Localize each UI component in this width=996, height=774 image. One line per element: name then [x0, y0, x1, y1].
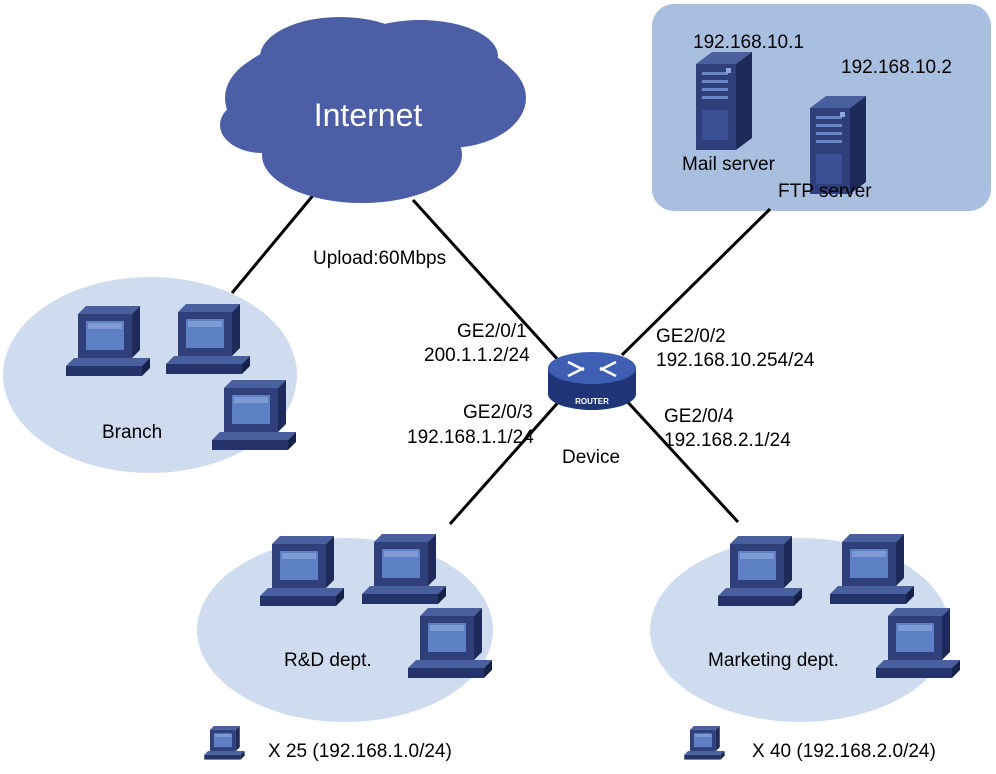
- internet-label: Internet: [314, 97, 423, 133]
- device-label: Device: [562, 447, 620, 468]
- link-device-marketing: [622, 396, 740, 524]
- marketing-pc-icon: [718, 536, 802, 606]
- legend-marketing-text: X 40 (192.168.2.0/24): [752, 741, 936, 762]
- cloud-icon: [220, 17, 526, 203]
- legend-pc-icon: [684, 726, 725, 760]
- ge202-name: GE2/0/2: [656, 326, 726, 347]
- ge203-ip: 192.168.1.1/24: [407, 427, 534, 448]
- ftp-server-icon: [810, 96, 866, 194]
- mail-server-label: Mail server: [682, 154, 776, 175]
- router-badge: ROUTER: [575, 397, 609, 406]
- branch-label: Branch: [102, 422, 162, 443]
- ge203-name: GE2/0/3: [463, 402, 533, 423]
- ftp-server-ip: 192.168.10.2: [841, 57, 952, 78]
- ge204-name: GE2/0/4: [664, 406, 734, 427]
- rd-pc-icon: [362, 534, 446, 604]
- rd-pc-icon: [260, 536, 344, 606]
- legend-pc-icon: [204, 726, 245, 760]
- ge202-ip: 192.168.10.254/24: [656, 350, 815, 371]
- marketing-label: Marketing dept.: [708, 650, 839, 671]
- mail-server-ip: 192.168.10.1: [693, 32, 804, 53]
- marketing-pc-icon: [876, 608, 960, 678]
- links: [230, 192, 772, 525]
- link-device-servers: [620, 207, 772, 357]
- branch-pc-icon: [212, 380, 296, 450]
- rd-pc-icon: [408, 608, 492, 678]
- ge201-ip: 200.1.1.2/24: [424, 345, 530, 366]
- ge204-ip: 192.168.2.1/24: [664, 430, 791, 451]
- router-icon: ROUTER: [548, 352, 636, 410]
- link-internet-branch: [230, 192, 317, 294]
- link-internet-device: [411, 198, 562, 364]
- marketing-pc-icon: [830, 534, 914, 604]
- legend-rd: X 25 (192.168.1.0/24): [204, 726, 452, 762]
- rd-label: R&D dept.: [284, 650, 372, 671]
- upload-label: Upload:60Mbps: [313, 248, 446, 269]
- branch-pc-icon: [166, 304, 250, 374]
- ftp-server-label: FTP server: [778, 181, 872, 202]
- ge201-name: GE2/0/1: [457, 321, 527, 342]
- branch-pc-icon: [66, 306, 150, 376]
- link-device-rd: [448, 397, 564, 525]
- legend-rd-text: X 25 (192.168.1.0/24): [268, 741, 452, 762]
- mail-server-icon: [696, 52, 752, 150]
- legend-marketing: X 40 (192.168.2.0/24): [684, 726, 936, 762]
